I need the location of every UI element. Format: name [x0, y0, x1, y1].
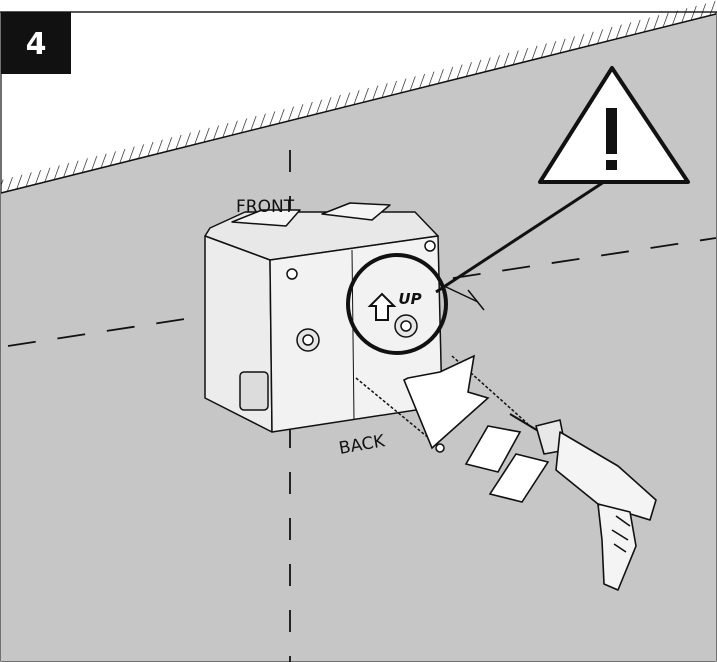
front-label: FRONT	[236, 197, 295, 217]
screw-lower	[355, 377, 445, 453]
up-label: UP	[398, 290, 421, 308]
warning-triangle-icon	[538, 66, 690, 184]
screw-upper	[443, 285, 485, 311]
callout-leader-line	[435, 176, 611, 294]
mounting-direction-arrow	[402, 354, 550, 503]
step-badge	[1, 12, 71, 74]
junction-box	[204, 202, 443, 433]
highlight-circle	[346, 253, 448, 355]
up-arrow-icon	[367, 292, 397, 321]
step-number: 4	[26, 27, 47, 62]
power-drill-icon	[509, 413, 657, 591]
wall-edge-hatching	[1, 1, 716, 193]
wall-edge-line	[0, 13, 717, 194]
